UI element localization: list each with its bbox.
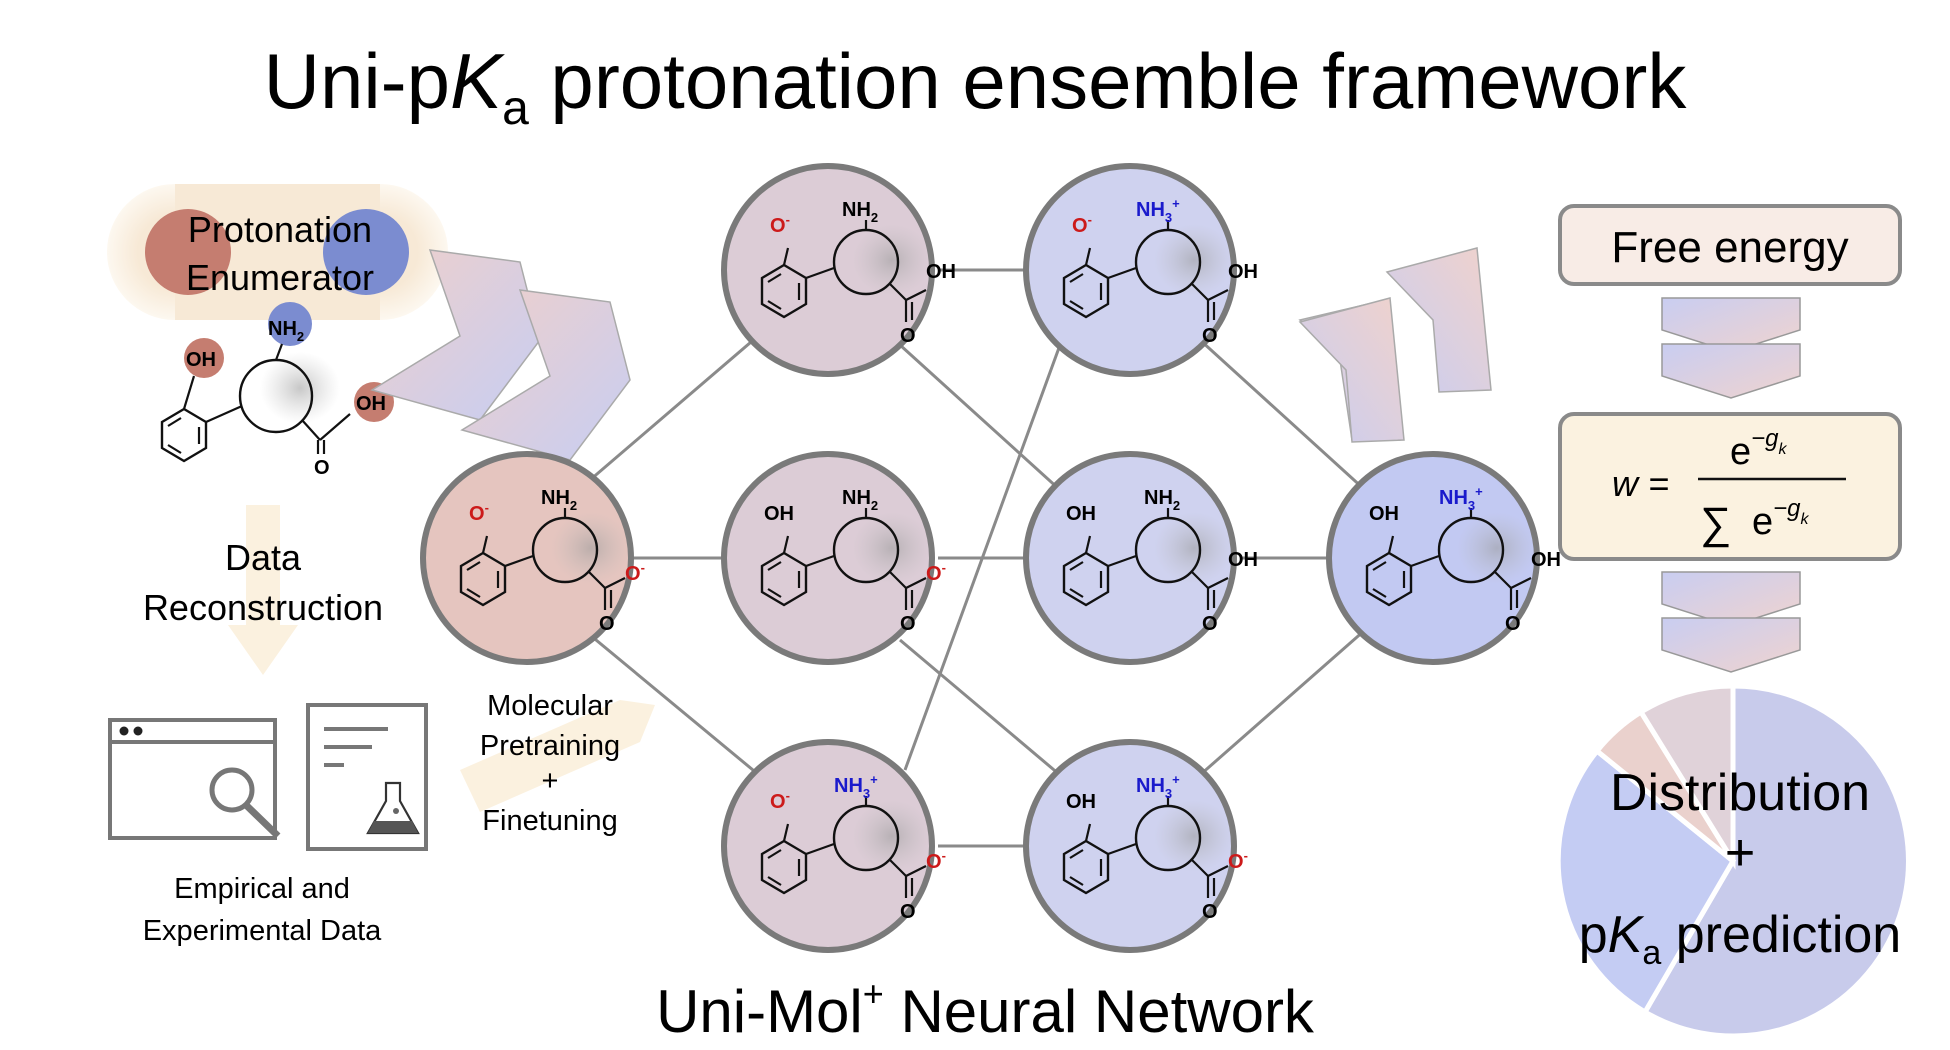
svg-text:OH: OH: [1531, 549, 1561, 571]
reconstruction-label: Reconstruction: [143, 587, 383, 628]
svg-text:O-: O-: [926, 560, 946, 585]
node-layer2-top: O- NH3+ OH O: [1023, 163, 1258, 377]
network-title: Uni-Mol+ Neural Network: [656, 973, 1315, 1045]
protonation-enumerator: Protonation Enumerator: [107, 184, 448, 320]
pie-slice-major: [1641, 683, 1911, 1039]
svg-text:w =: w =: [1612, 463, 1669, 504]
svg-text:Finetuning: Finetuning: [482, 805, 617, 837]
node-layer1-top: O- NH2 OH O: [721, 163, 956, 377]
svg-text:OH: OH: [1228, 549, 1258, 571]
svg-text:OH: OH: [926, 261, 956, 283]
free-energy-label: Free energy: [1611, 223, 1848, 272]
oh-label: OH: [356, 393, 386, 415]
nh2-label: NH2: [268, 318, 304, 344]
svg-text:O-: O-: [469, 500, 489, 525]
svg-text:O: O: [1202, 325, 1218, 347]
formula-denominator: e−gk: [1752, 495, 1810, 543]
input-molecule: OH NH2 OH O: [160, 302, 394, 479]
svg-text:Molecular: Molecular: [487, 690, 613, 722]
svg-text:O-: O-: [625, 560, 645, 585]
svg-text:O-: O-: [1228, 848, 1248, 873]
database-search-icon: [108, 718, 281, 840]
down-chevrons-lower: [1661, 571, 1801, 673]
svg-text:NH3+: NH3+: [1136, 196, 1180, 225]
pie-slice-second: [1555, 747, 1737, 1016]
svg-text:O: O: [900, 325, 916, 347]
svg-text:NH3+: NH3+: [1136, 772, 1180, 801]
training-label: Molecular Pretraining + Finetuning: [480, 690, 620, 837]
reconstruction-arrow: [228, 505, 298, 675]
svg-text:O: O: [1202, 901, 1218, 923]
svg-text:O-: O-: [770, 212, 790, 237]
svg-text:O: O: [900, 901, 916, 923]
training-arrow: [460, 700, 655, 812]
distribution-label: Distribution: [1610, 764, 1870, 822]
svg-text:O-: O-: [770, 788, 790, 813]
svg-text:+: +: [542, 765, 559, 797]
svg-text:NH2: NH2: [842, 487, 878, 513]
node-output: OH NH3+ OH O: [1326, 451, 1561, 665]
node-layer2-middle: OH NH2 OH O: [1023, 451, 1258, 665]
o-label: O: [314, 457, 330, 479]
svg-text:NH3+: NH3+: [834, 772, 878, 801]
enumerator-label: Enumerator: [186, 257, 374, 298]
formula-numerator: e−gk: [1730, 425, 1788, 473]
data-label: Experimental Data: [143, 915, 382, 947]
svg-text:NH2: NH2: [541, 487, 577, 513]
svg-text:NH2: NH2: [1144, 487, 1180, 513]
svg-text:OH: OH: [764, 503, 794, 525]
data-label: Empirical and: [174, 873, 350, 905]
node-layer1-bottom: O- NH3+ O- O: [721, 739, 946, 953]
node-layer2-bottom: OH NH3+ O- O: [1023, 739, 1248, 953]
experiment-document-icon: [306, 703, 428, 851]
distribution-pie: [1555, 683, 1911, 1039]
pka-prediction-label: pKa prediction: [1579, 906, 1901, 972]
node-input: O- NH2 O- O: [420, 451, 645, 665]
svg-text:O: O: [1202, 613, 1218, 635]
enumerator-label: Protonation: [188, 209, 372, 250]
svg-text:NH2: NH2: [842, 199, 878, 225]
reconstruction-label: Data: [225, 537, 302, 578]
svg-text:O-: O-: [1072, 212, 1092, 237]
svg-text:O: O: [1505, 613, 1521, 635]
free-energy-box: [1558, 204, 1902, 286]
svg-text:NH3+: NH3+: [1439, 484, 1483, 513]
svg-text:Pretraining: Pretraining: [480, 730, 620, 762]
weight-formula: w = e−gk ∑ e−gk: [1612, 425, 1846, 548]
svg-text:OH: OH: [1369, 503, 1399, 525]
weight-formula-box: [1558, 412, 1902, 561]
svg-text:OH: OH: [1066, 791, 1096, 813]
page-title: Uni-pKa protonation ensemble framework: [264, 37, 1688, 135]
oh-label: OH: [186, 349, 216, 371]
pie-slice-fourth: [1637, 683, 1736, 870]
svg-text:OH: OH: [1228, 261, 1258, 283]
svg-text:O: O: [599, 613, 615, 635]
network-edges: [589, 268, 1367, 848]
down-chevrons-upper: [1661, 297, 1801, 399]
output-chevrons: [1298, 247, 1492, 443]
svg-text:O-: O-: [926, 848, 946, 873]
node-layer1-middle: OH NH2 O- O: [721, 451, 946, 665]
forward-chevrons: [370, 249, 631, 461]
svg-text:OH: OH: [1066, 503, 1096, 525]
svg-text:O: O: [900, 613, 916, 635]
distribution-plus: +: [1725, 824, 1755, 882]
formula-sum: ∑: [1700, 499, 1731, 548]
